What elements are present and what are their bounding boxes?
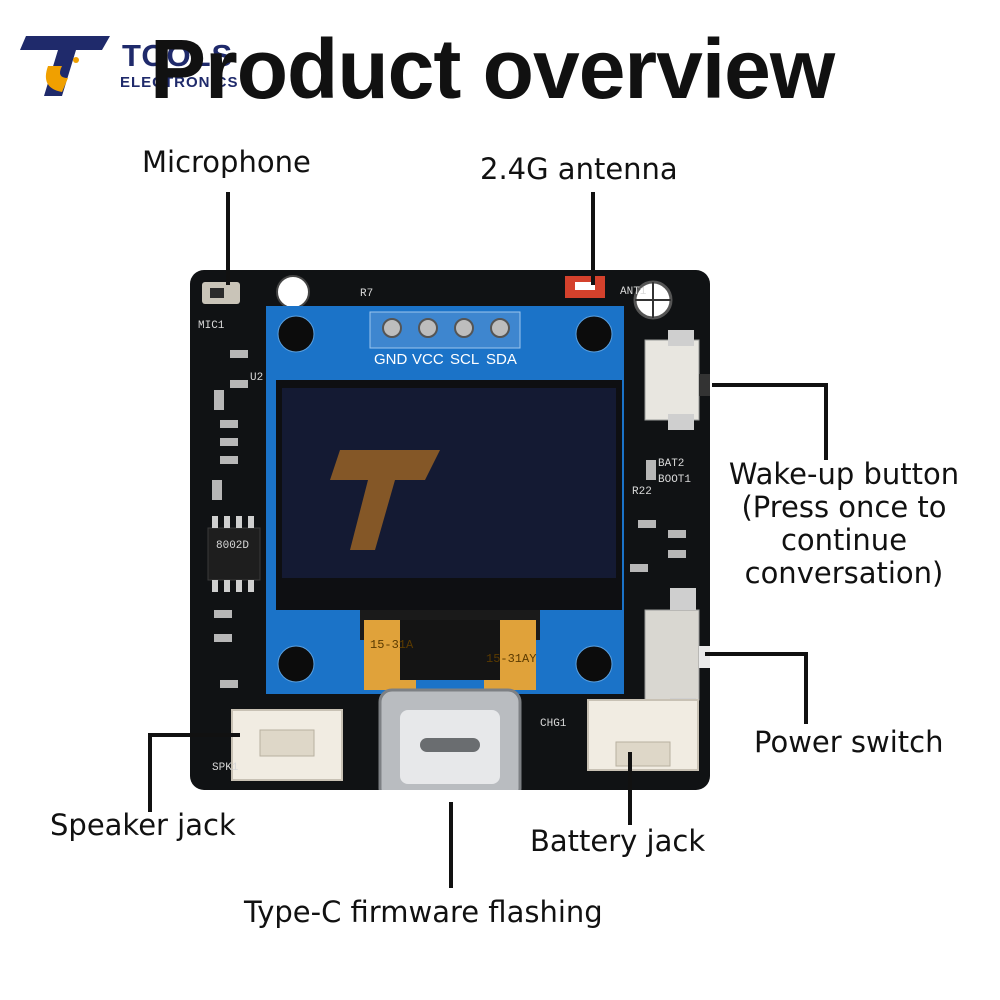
silk-mic: MIC1 [198, 320, 225, 332]
line-power-switch [705, 652, 808, 724]
label-speaker-jack: Speaker jack [50, 808, 236, 842]
logo-sub: ELECTRONICS [120, 74, 239, 91]
silk-boot: BOOT1 [658, 474, 691, 486]
label-type-c: Type-C firmware flashing [244, 895, 603, 929]
silk-bat: BAT2 [658, 458, 684, 470]
pin-scl: SCL [450, 351, 479, 368]
label-antenna: 2.4G antenna [480, 152, 678, 186]
silk-chg: CHG1 [540, 718, 567, 730]
silk-ant: ANT1 [620, 286, 647, 298]
watermark-logo [330, 450, 440, 550]
label-wake-up: Wake-up button (Press once to continue c… [728, 457, 960, 590]
flex-label-right: 15-31AY [486, 652, 536, 666]
pin-vcc: VCC [412, 351, 444, 368]
label-battery-jack: Battery jack [530, 824, 706, 858]
pin-sda: SDA [486, 351, 517, 368]
silk-ic: 8002D [216, 540, 249, 552]
line-speaker-jack [148, 733, 240, 812]
silk-r22: R22 [632, 486, 652, 498]
brand-logo [20, 36, 110, 96]
silk-spk: SPK1 [212, 762, 239, 774]
label-power-switch: Power switch [754, 725, 944, 759]
label-microphone: Microphone [142, 145, 311, 179]
pcb-board: GND VCC SCL SDA 15-31A 15-31AY MIC1 R7 U… [190, 270, 710, 790]
line-wake-up [712, 383, 828, 460]
silk-r7: R7 [360, 288, 373, 300]
pin-gnd: GND [374, 351, 408, 368]
logo-word: TOOLS [122, 38, 234, 73]
oled-screen [282, 388, 616, 578]
flex-label-left: 15-31A [370, 638, 414, 652]
silk-u2: U2 [250, 372, 263, 384]
page-title: Product overview [150, 22, 835, 116]
